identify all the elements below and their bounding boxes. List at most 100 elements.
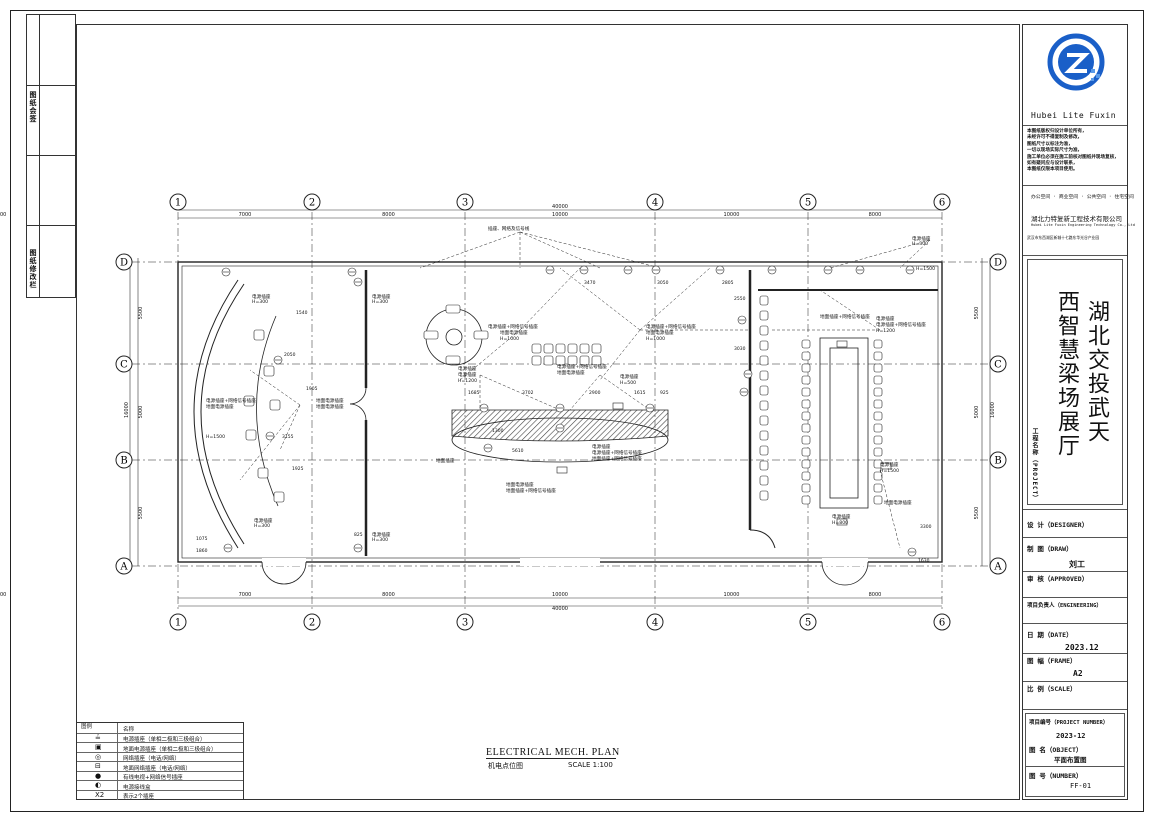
annotation-label: 电源插座: [832, 513, 851, 520]
legend-symbol: ●: [95, 771, 102, 780]
curved-screen: [193, 279, 279, 549]
chair: [873, 363, 883, 373]
tb-sep-8: [1023, 623, 1127, 624]
chair: [759, 475, 769, 486]
chair: [759, 460, 769, 471]
legend-sep: [117, 762, 118, 772]
inner-dim: 2050: [284, 352, 296, 358]
chair: [873, 423, 883, 433]
chair: [555, 343, 566, 354]
dim-right-total: 16000: [990, 402, 996, 418]
legend-table: 图例 名称 ≟电源插座（单相二极和三极组合）▣地面电源插座（单相二极和三极组合）…: [76, 722, 244, 800]
dim-top-1: 8000: [382, 212, 395, 218]
approved-label: 审 核（APPROVED）: [1027, 575, 1089, 583]
annotation-label: 地面插座+网络信号插座: [820, 313, 870, 320]
tb-note-line: 未经许可不得复制及修改，: [1027, 135, 1083, 141]
drawing-sheet: [10, 10, 1144, 812]
doors: [261, 387, 869, 586]
tb-sep-5: [1023, 537, 1127, 538]
tb-note-line: 如有疑问应与设计联系，: [1027, 161, 1078, 167]
tb-sep-2: [1023, 185, 1127, 186]
drawing-title-cn: 机电点位图: [488, 762, 523, 770]
chair: [531, 355, 542, 366]
annotation-label: 地面电源插座: [557, 369, 585, 376]
floor-box-symbol: [612, 402, 624, 410]
annotation-label: H=1500: [206, 434, 225, 440]
chair: [759, 355, 769, 366]
axis-label-col-1: 1: [175, 198, 181, 209]
annotation-label: 电源插座: [876, 315, 895, 322]
tb-sep-1: [1023, 125, 1127, 126]
chair: [801, 459, 811, 469]
annotation-label: 地面插座: [436, 457, 455, 464]
annotation-label: 地面插座+网络信号插座: [592, 455, 642, 462]
legend-text: 电源接线盒: [123, 784, 151, 791]
legend-row: ⊟地面网络插座（电话/网络）: [77, 761, 243, 772]
strip-cell-1: 图纸会签: [27, 85, 75, 156]
axis-label-col-1: 1: [175, 618, 181, 629]
axis-label-row-D: D: [120, 258, 128, 269]
legend-symbol: ◎: [95, 752, 102, 761]
annotation-label: H=500: [620, 380, 636, 386]
axis-bubble-col: [799, 613, 817, 631]
chair: [801, 435, 811, 445]
annotation-label: H=800: [832, 520, 848, 526]
legend-row: ◐电源接线盒: [77, 780, 243, 791]
tb-address: 武汉市东西湖区新城十七路东华光谷产业园: [1027, 235, 1100, 240]
inner-dim: 3300: [920, 524, 932, 530]
strip-label-2: 图纸修改栏: [29, 249, 37, 289]
legend-header: 图例 名称: [77, 723, 243, 733]
chair: [873, 339, 883, 349]
dim-top-3: 10000: [724, 212, 740, 218]
legend-sep: [117, 771, 118, 781]
inner-dim: 2900: [589, 390, 601, 396]
axis-label-col-2: 2: [309, 618, 315, 629]
chair: [873, 387, 883, 397]
dim-top-0: 7000: [239, 212, 252, 218]
axis-label-row-C: C: [120, 360, 128, 371]
floor-box-symbol: [836, 518, 848, 526]
floor-box-symbol: [880, 462, 892, 470]
inner-dim: 3702: [522, 390, 534, 396]
chair: [873, 411, 883, 421]
legend-sep: [117, 733, 118, 743]
tb-sep-11: [1023, 709, 1127, 710]
annotation-label: 电源插座+网络信号插座: [206, 397, 256, 404]
inner-dim: 3050: [657, 280, 669, 286]
annotation-label: H=300: [254, 523, 270, 529]
project-number-value: 2023-12: [1056, 732, 1086, 740]
object-label: 图 名（OBJECT）: [1029, 746, 1083, 754]
tb-note-line: 施工单位必须在施工前核对图纸并现场复核，: [1027, 154, 1119, 160]
strip-label-1: 图纸会签: [29, 91, 37, 123]
chair: [253, 329, 265, 341]
drawing-area: [76, 24, 1020, 800]
axis-bubble-col: [303, 193, 321, 211]
chair: [873, 447, 883, 457]
floor-box-symbol: [556, 466, 568, 474]
chair: [759, 445, 769, 456]
annotation-label: 电源插座: [592, 443, 611, 450]
chair: [759, 490, 769, 501]
axis-label-col-5: 5: [805, 618, 811, 629]
draw-value: 刘工: [1069, 560, 1085, 569]
legend-header-name: 名称: [123, 726, 135, 733]
dim-top-4: 8000: [869, 212, 882, 218]
axis-label-row-B: B: [994, 456, 1001, 467]
tb-sep-6: [1023, 571, 1127, 572]
chair: [567, 355, 578, 366]
chair: [759, 310, 769, 321]
chair: [801, 351, 811, 361]
axis-label-row-C: C: [994, 360, 1002, 371]
inner-dim: 2550: [734, 296, 746, 302]
chair: [873, 483, 883, 493]
axis-label-col-6: 6: [939, 618, 945, 629]
inner-dim: 1860: [196, 548, 208, 554]
annotation-label: H=1500: [916, 266, 935, 272]
axis-label-row-B: B: [120, 456, 127, 467]
axis-label-col-3: 3: [462, 198, 468, 209]
axis-bubble-col: [646, 193, 664, 211]
axis-label-col-4: 4: [652, 618, 658, 629]
chair: [531, 343, 542, 354]
chair: [445, 355, 461, 365]
